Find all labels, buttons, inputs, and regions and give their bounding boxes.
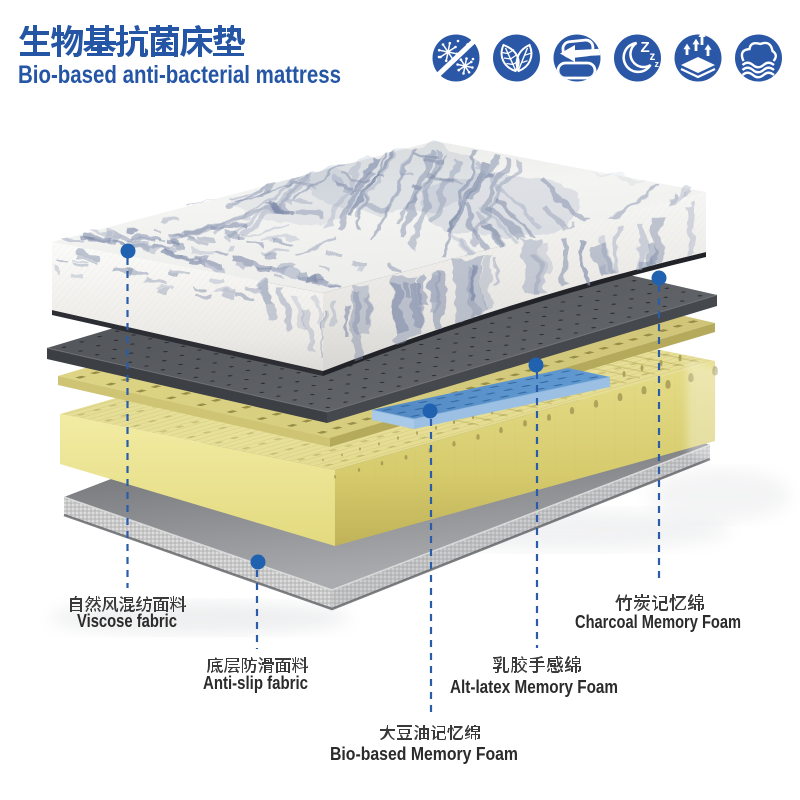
svg-text:Anti-slip fabric: Anti-slip fabric — [203, 673, 308, 693]
svg-text:Viscose fabric: Viscose fabric — [77, 611, 177, 631]
svg-text:z: z — [650, 51, 656, 63]
svg-text:Z: Z — [641, 39, 650, 56]
svg-text:Alt-latex Memory Foam: Alt-latex Memory Foam — [450, 677, 618, 697]
svg-text:z: z — [655, 59, 660, 69]
svg-text:Bio-based anti-bacterial mattr: Bio-based anti-bacterial mattress — [18, 61, 341, 89]
svg-text:Charcoal Memory Foam: Charcoal Memory Foam — [575, 612, 741, 632]
svg-text:Bio-based Memory Foam: Bio-based Memory Foam — [330, 744, 518, 764]
